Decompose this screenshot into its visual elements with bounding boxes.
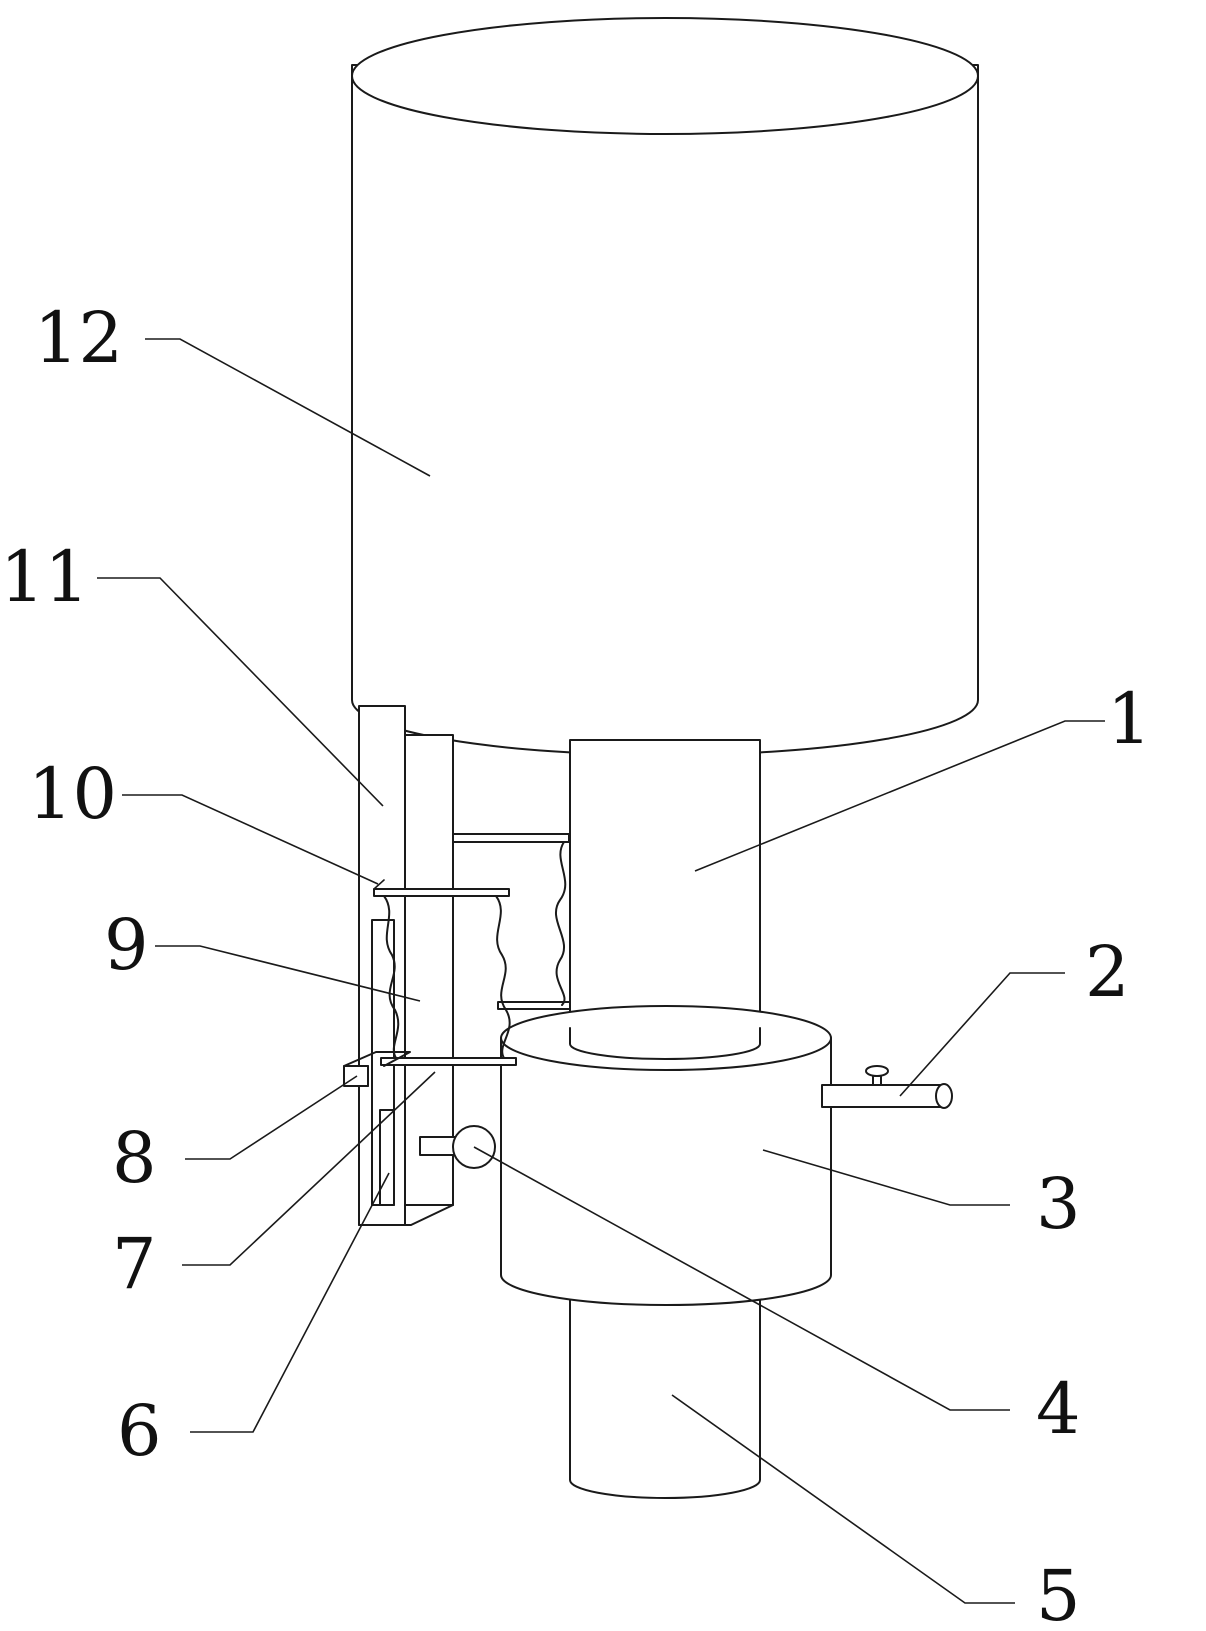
- label-7: 7: [112, 1223, 157, 1305]
- part-12-upper-cylinder: [351, 17, 979, 756]
- leader-1: [694, 720, 1105, 872]
- leader-10: [122, 794, 379, 885]
- part-11-guide-post: [358, 705, 454, 1226]
- leader-12: [145, 338, 431, 477]
- part-labels: 1 2 3 4 5 6 7 8 9 10 11 12: [0, 297, 1152, 1631]
- leader-5: [671, 1394, 1015, 1604]
- label-4: 4: [1036, 1368, 1081, 1450]
- label-5: 5: [1036, 1555, 1081, 1631]
- label-11: 11: [0, 536, 89, 618]
- leader-8: [185, 1075, 358, 1160]
- label-2: 2: [1085, 931, 1130, 1013]
- leader-7: [182, 1071, 436, 1266]
- label-6: 6: [117, 1390, 162, 1472]
- leader-2: [899, 972, 1065, 1097]
- part-2-side-pipe: [821, 1065, 953, 1109]
- leader-4: [473, 1146, 1010, 1411]
- leader-3: [762, 1149, 1010, 1206]
- leader-lines: [97, 338, 1105, 1604]
- label-3: 3: [1036, 1163, 1081, 1245]
- label-9: 9: [104, 904, 149, 986]
- leader-9: [155, 945, 421, 1002]
- label-12: 12: [34, 297, 123, 379]
- label-10: 10: [28, 753, 117, 835]
- leader-11: [97, 577, 384, 807]
- label-1: 1: [1107, 678, 1152, 760]
- leader-6: [190, 1172, 390, 1433]
- part-9-bellows-assembly: [373, 879, 517, 1066]
- label-8: 8: [112, 1117, 157, 1199]
- part-3-housing: [500, 1005, 832, 1306]
- upper-bracket: [452, 833, 571, 1010]
- part-5-lower-column: [569, 1279, 761, 1499]
